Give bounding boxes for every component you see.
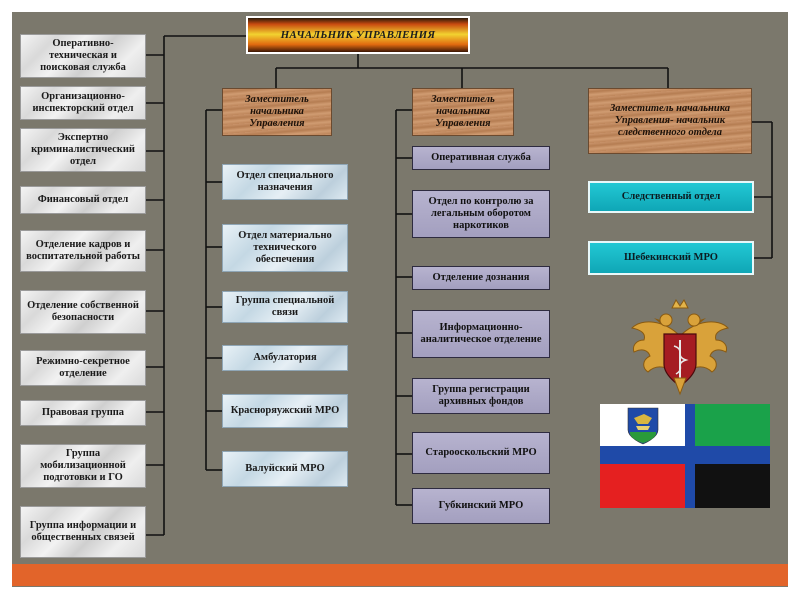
- deputy-3-label: Заместитель начальника Управления- начал…: [609, 102, 731, 139]
- left-unit-box: Оперативно- техническая и поисковая служ…: [20, 34, 146, 78]
- deputy-2-unit-label: Старооскольский МРО: [425, 446, 537, 458]
- deputy-2-unit-label: Группа регистрации архивных фондов: [432, 383, 530, 407]
- deputy-1-unit-box: Амбулатория: [222, 345, 348, 371]
- left-unit-box: Режимно-секретное отделение: [20, 350, 146, 386]
- left-unit-label: Оперативно- техническая и поисковая служ…: [40, 37, 126, 74]
- double-headed-eagle-emblem-icon: [630, 299, 730, 396]
- deputy-1-unit-box: Красноряужский МРО: [222, 394, 348, 428]
- left-unit-label: Экспертно криминалистический отдел: [31, 131, 135, 168]
- deputy-2-unit-label: Информационно- аналитическое отделение: [420, 321, 542, 345]
- left-unit-label: Финансовый отдел: [37, 193, 129, 205]
- deputy-1-unit-box: Группа специальной связи: [222, 291, 348, 323]
- deputy-1-unit-label: Группа специальной связи: [235, 294, 335, 318]
- deputy-3-box: Заместитель начальника Управления- начал…: [588, 88, 752, 154]
- deputy-1-unit-label: Отдел специального назначения: [236, 169, 334, 193]
- deputy-2-unit-box: Информационно- аналитическое отделение: [412, 310, 550, 358]
- belgorod-region-flag-icon: [600, 404, 770, 508]
- left-unit-box: Экспертно криминалистический отдел: [20, 128, 146, 172]
- deputy-1-unit-box: Отдел материально технического обеспечен…: [222, 224, 348, 272]
- deputy-2-unit-box: Группа регистрации архивных фондов: [412, 378, 550, 414]
- deputy-1-box: Заместитель начальника Управления: [222, 88, 332, 136]
- deputy-2-unit-label: Отдел по контролю за легальным оборотом …: [428, 195, 534, 232]
- deputy-2-unit-box: Отделение дознания: [412, 266, 550, 290]
- deputy-1-unit-label: Валуйский МРО: [245, 462, 325, 474]
- deputy-2-unit-box: Оперативная служба: [412, 146, 550, 170]
- left-unit-box: Группа информации и общественных связей: [20, 506, 146, 558]
- left-unit-label: Правовая группа: [41, 406, 125, 418]
- left-unit-box: Отделение кадров и воспитательной работы: [20, 230, 146, 272]
- deputy-2-unit-label: Оперативная служба: [431, 151, 531, 163]
- left-unit-label: Отделение собственной безопасности: [27, 299, 139, 323]
- left-unit-box: Финансовый отдел: [20, 186, 146, 214]
- deputy-2-unit-box: Старооскольский МРО: [412, 432, 550, 474]
- left-unit-box: Группа мобилизационной подготовки и ГО: [20, 444, 146, 488]
- left-unit-label: Группа информации и общественных связей: [29, 519, 137, 543]
- deputy-2-box: Заместитель начальника Управления: [412, 88, 514, 136]
- deputy-2-unit-label: Губкинский МРО: [438, 499, 524, 511]
- left-unit-label: Организационно- инспекторский отдел: [32, 90, 134, 114]
- left-unit-label: Режимно-секретное отделение: [36, 355, 130, 379]
- footer-bar: [12, 564, 788, 586]
- deputy-1-unit-label: Амбулатория: [253, 351, 317, 363]
- deputy-3-unit-label: Следственный отдел: [621, 190, 721, 202]
- deputy-3-unit-box: Шебекинский МРО: [588, 241, 754, 275]
- head-of-department-box: НАЧАЛЬНИК УПРАВЛЕНИЯ: [246, 16, 470, 54]
- left-unit-box: Организационно- инспекторский отдел: [20, 86, 146, 120]
- head-title: НАЧАЛЬНИК УПРАВЛЕНИЯ: [280, 28, 436, 41]
- left-unit-label: Отделение кадров и воспитательной работы: [26, 238, 140, 262]
- left-unit-label: Группа мобилизационной подготовки и ГО: [40, 447, 126, 484]
- deputy-2-unit-label: Отделение дознания: [432, 271, 530, 283]
- deputy-2-unit-box: Отдел по контролю за легальным оборотом …: [412, 190, 550, 238]
- deputy-3-unit-box: Следственный отдел: [588, 181, 754, 213]
- deputy-1-label: Заместитель начальника Управления: [245, 93, 309, 130]
- deputy-1-unit-box: Отдел специального назначения: [222, 164, 348, 200]
- deputy-1-unit-label: Красноряужский МРО: [230, 404, 340, 416]
- deputy-1-unit-box: Валуйский МРО: [222, 451, 348, 487]
- left-unit-box: Правовая группа: [20, 400, 146, 426]
- left-unit-box: Отделение собственной безопасности: [20, 290, 146, 334]
- deputy-2-unit-box: Губкинский МРО: [412, 488, 550, 524]
- deputy-1-unit-label: Отдел материально технического обеспечен…: [238, 229, 332, 266]
- deputy-3-unit-label: Шебекинский МРО: [624, 251, 718, 263]
- deputy-2-label: Заместитель начальника Управления: [431, 93, 495, 130]
